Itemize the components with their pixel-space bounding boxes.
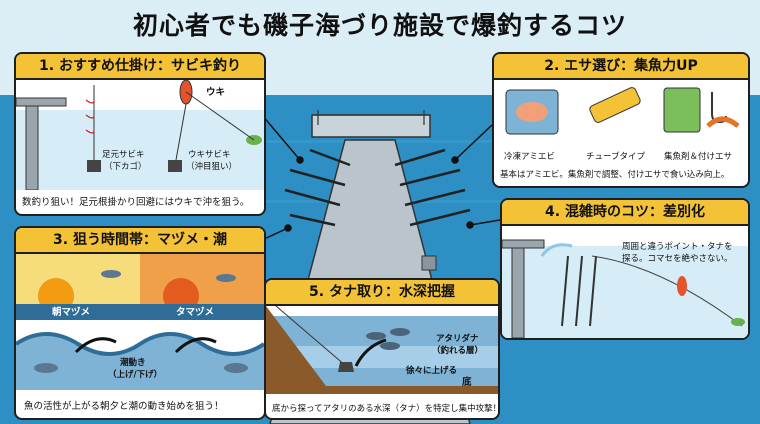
raise-label: 徐々に上げる <box>406 366 458 376</box>
depth-caption: 底から探ってアタリのある水深（タナ）を特定し集中攻撃！ <box>272 404 500 414</box>
lure-icon-2 <box>731 318 745 326</box>
sabiki-basket-icon-2 <box>168 160 182 172</box>
fish-icon-3 <box>34 363 58 373</box>
sabiki-basket-icon <box>87 160 101 172</box>
bait-item-2: チューブタイプ <box>586 152 645 162</box>
rig-illustration <box>16 80 264 190</box>
evening-label: タマヅメ <box>176 307 215 318</box>
morning-label: 朝マヅメ <box>52 307 91 318</box>
crowd-illustration <box>502 239 748 338</box>
hit-layer-line2: （釣れる層） <box>432 346 484 356</box>
panel-bait: 2. エサ選び：集魚力UP 冷凍アミエビ チューブタイプ 集魚剤＆付けエサ 基本… <box>492 52 750 188</box>
tide-line1: 潮動き <box>120 358 146 368</box>
pier-head <box>311 114 431 138</box>
rods-left <box>284 148 351 227</box>
tide-line2: （上げ/下げ） <box>108 370 163 380</box>
panel-depth: 5. タナ取り：水深把握 アタリダナ （釣れる層） 徐々に上げる 底 底から探っ… <box>264 278 500 420</box>
panel-crowd-header: 4. 混雑時のコツ：差別化 <box>502 200 748 226</box>
rig-a-line2: （下カゴ） <box>104 162 147 172</box>
rig-caption: 数釣り狙い！足元根掛かり回避にはウキで沖を狙う。 <box>22 197 250 208</box>
pier-post-icon-2 <box>511 245 525 338</box>
panel-crowd: 4. 混雑時のコツ：差別化 周囲と違うポイント・タナを 探る。コマセを絶やさない… <box>500 198 750 340</box>
fish-icon-2 <box>216 274 236 282</box>
bait-item-1: 冷凍アミエビ <box>504 152 555 162</box>
crowd-note-2: 探る。コマセを絶やさない。 <box>622 254 733 264</box>
panel-time-header: 3. 狙う時間帯：マヅメ・潮 <box>16 228 264 254</box>
bottom-label: 底 <box>462 377 472 388</box>
arrow-icon-3 <box>354 338 387 367</box>
depth-illustration <box>266 306 498 394</box>
bait-caption: 基本はアミエビ。集魚剤で調整、付けエサで食い込み向上。 <box>500 170 730 180</box>
shrimp-icon <box>706 116 740 128</box>
rig-a-line1: 足元サビキ <box>102 150 145 160</box>
panel-rig: 1. おすすめ仕掛け：サビキ釣り ウキ 足元サビキ （下カゴ） ウキサビキ （沖… <box>14 52 266 216</box>
bucket-icon <box>421 255 437 271</box>
panel-rig-header: 1. おすすめ仕掛け：サビキ釣り <box>16 54 264 80</box>
tube-icon <box>589 87 641 123</box>
attractant-bag-icon <box>663 87 701 133</box>
float-icon-2 <box>677 276 687 296</box>
hit-layer-line1: アタリダナ <box>436 334 479 344</box>
arrow-icon <box>74 337 117 354</box>
time-caption: 魚の活性が上がる朝夕と潮の動き始めを狙う！ <box>24 401 224 412</box>
fish-icon-5 <box>366 332 386 340</box>
bait-item-3: 集魚剤＆付けエサ <box>664 152 733 162</box>
page-title: 初心者でも磯子海づり施設で爆釣するコツ <box>132 11 627 40</box>
rig-b-line2: （沖目狙い） <box>186 162 238 172</box>
panel-time: 3. 狙う時間帯：マヅメ・潮 朝マヅメ タマヅメ 潮動き （上げ/下げ） 魚の活… <box>14 226 266 420</box>
fish-icon <box>101 270 121 278</box>
pier-post-icon <box>25 99 39 190</box>
rods-right <box>394 148 471 227</box>
panel-depth-header: 5. タナ取り：水深把握 <box>266 280 498 306</box>
sun-illustration <box>16 270 264 320</box>
rig-b-line1: ウキサビキ <box>188 150 231 160</box>
fish-icon-4 <box>224 363 248 373</box>
tide-illustration <box>16 332 264 390</box>
bait-illustration <box>505 87 740 135</box>
fish-icon-7 <box>380 342 400 350</box>
arrow-icon-2 <box>174 337 217 354</box>
crowd-note-1: 周囲と違うポイント・タナを <box>622 242 733 252</box>
fish-icon-6 <box>390 328 410 336</box>
float-label: ウキ <box>206 87 226 98</box>
panel-bait-header: 2. エサ選び：集魚力UP <box>494 54 748 80</box>
sinker-icon <box>338 362 354 372</box>
